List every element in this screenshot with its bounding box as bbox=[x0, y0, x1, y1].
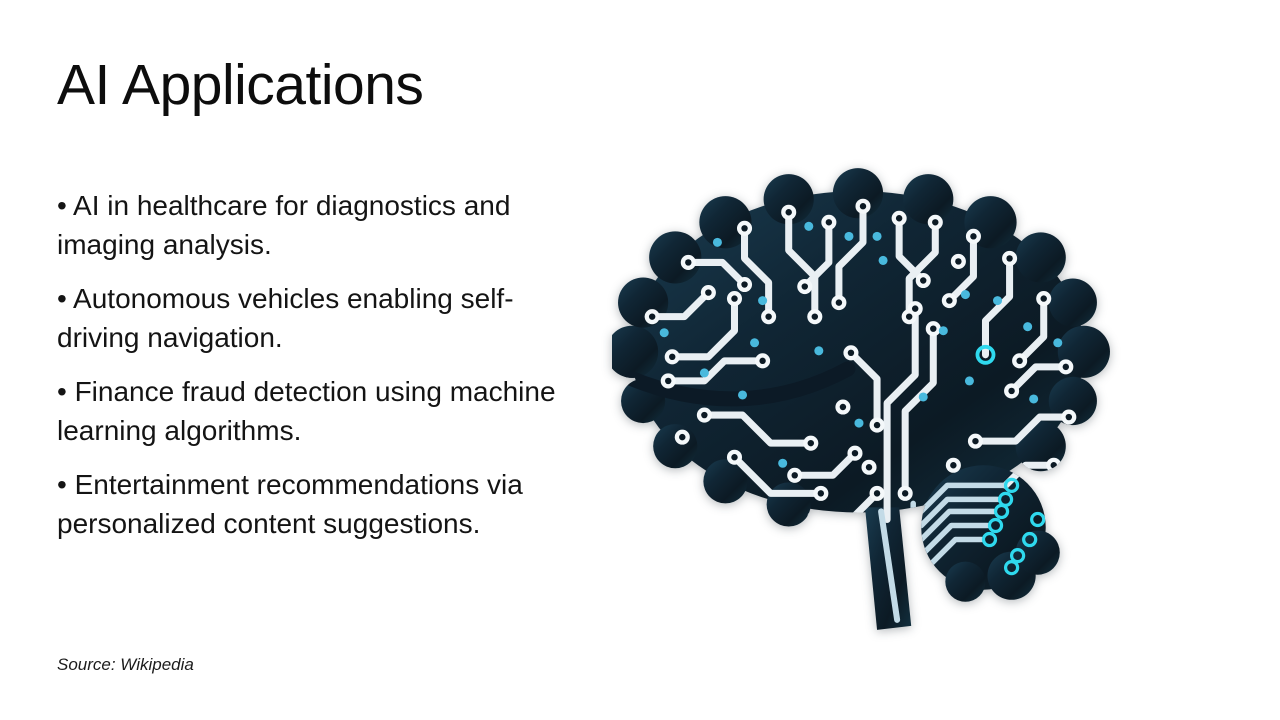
bullet-item: • Autonomous vehicles enabling self-driv… bbox=[57, 283, 514, 353]
teal-ring-pads bbox=[975, 344, 1046, 576]
slide-title: AI Applications bbox=[57, 53, 424, 117]
bullet-item: • Entertainment recommendations via pers… bbox=[57, 469, 523, 539]
sulcus-groove bbox=[624, 361, 856, 407]
bullet-list: • AI in healthcare for diagnostics and i… bbox=[57, 186, 584, 558]
bullet-item: • Finance fraud detection using machine … bbox=[57, 376, 556, 446]
circuit-brain-svg bbox=[612, 168, 1110, 630]
circuit-brain-illustration bbox=[612, 166, 1114, 638]
circuit-traces bbox=[648, 202, 1073, 523]
bullet-item: • AI in healthcare for diagnostics and i… bbox=[57, 190, 511, 260]
cerebellum-traces bbox=[878, 482, 1007, 623]
source-note: Source: Wikipedia bbox=[57, 655, 194, 674]
